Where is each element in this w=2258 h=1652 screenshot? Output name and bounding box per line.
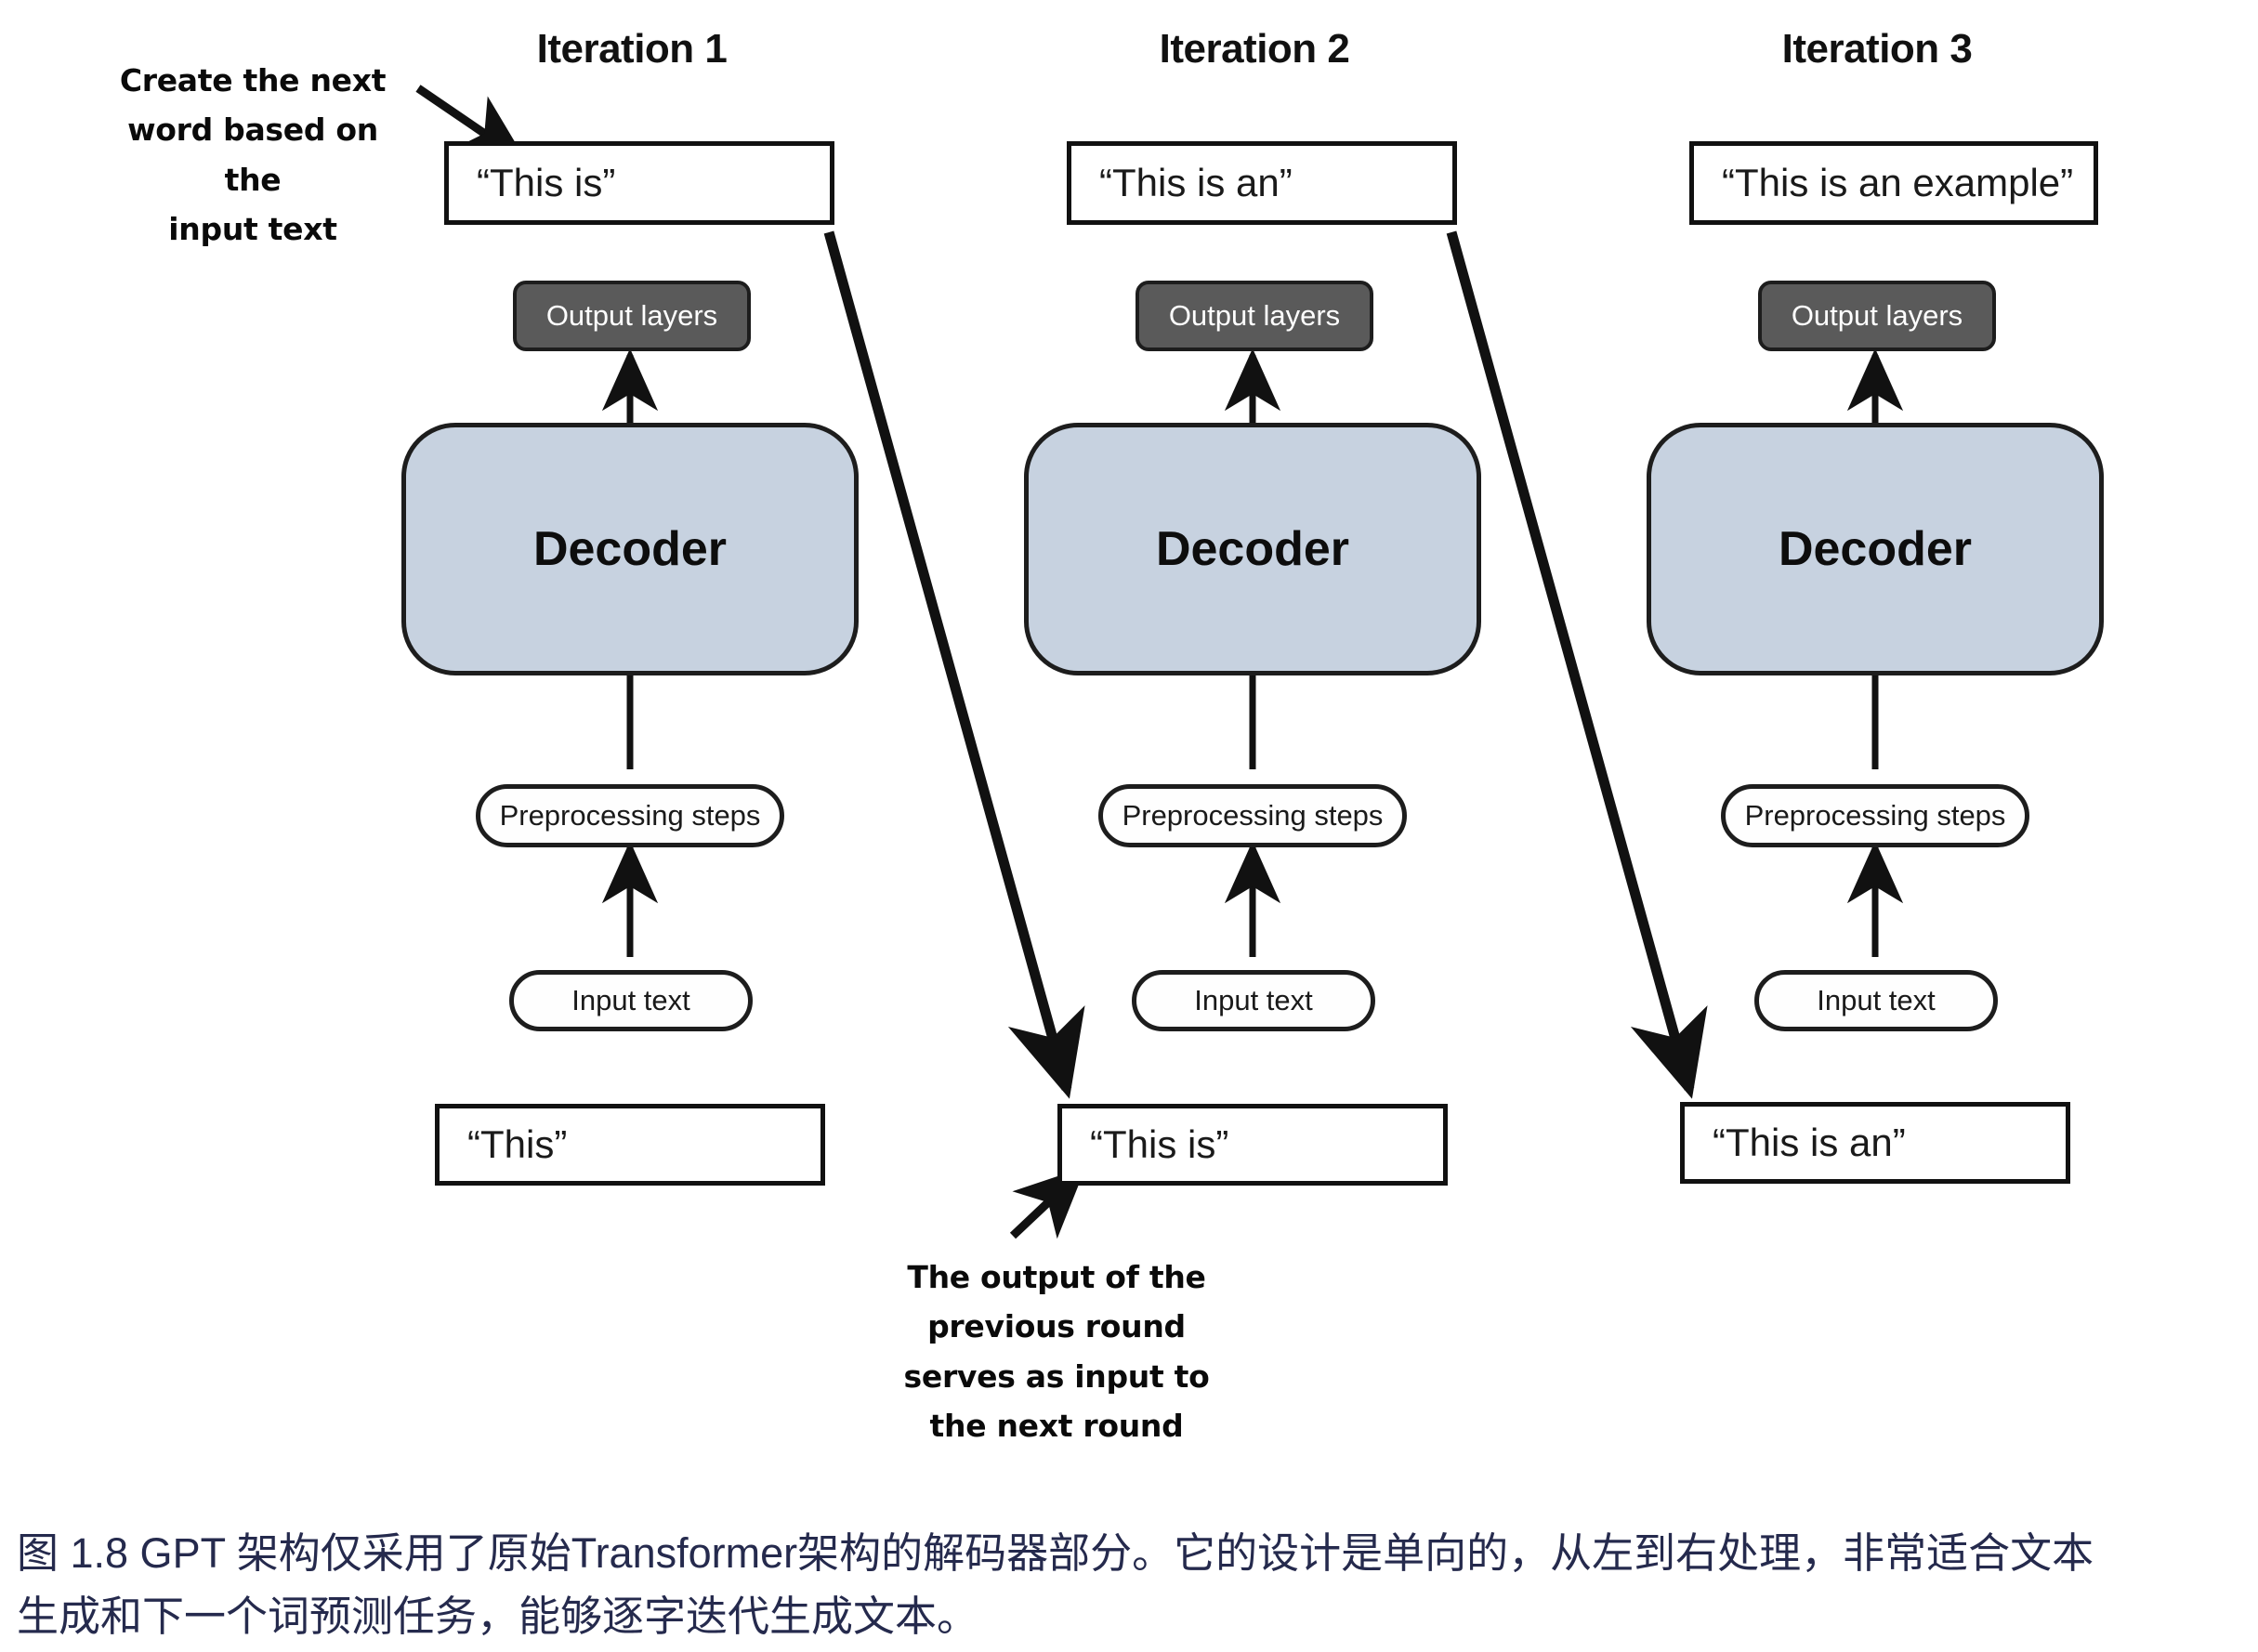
decoder-iteration-2: Decoder xyxy=(1024,423,1481,675)
column-title-iteration-1: Iteration 1 xyxy=(536,26,728,72)
input-text-box-iteration-1: “This” xyxy=(435,1104,825,1186)
output-layers-iteration-2: Output layers xyxy=(1136,281,1373,351)
decoder-iteration-3: Decoder xyxy=(1647,423,2104,675)
figure-caption: 图 1.8 GPT 架构仅采用了原始Transformer架构的解码器部分。它的… xyxy=(17,1522,2247,1649)
annotation-output-serves-as-input: The output of the previous round serves … xyxy=(903,1259,1210,1445)
input-text-node-iteration-2: Input text xyxy=(1132,970,1375,1031)
figure-caption-line-1: 图 1.8 GPT 架构仅采用了原始Transformer架构的解码器部分。它的… xyxy=(17,1529,2094,1577)
output-text-box-iteration-1: “This is” xyxy=(444,141,834,225)
arrow-iter2-output-to-iter3-input xyxy=(1446,230,1708,1099)
gpt-iteration-diagram: Iteration 1 Iteration 2 Iteration 3 “Thi… xyxy=(119,26,2104,1445)
preprocessing-steps-iteration-2: Preprocessing steps xyxy=(1098,784,1407,847)
input-text-box-iteration-3: “This is an” xyxy=(1680,1102,2070,1184)
column-title-iteration-2: Iteration 2 xyxy=(1159,26,1350,72)
output-text-box-iteration-3: “This is an example” xyxy=(1689,141,2098,225)
output-layers-iteration-3: Output layers xyxy=(1758,281,1996,351)
output-layers-iteration-1: Output layers xyxy=(513,281,751,351)
input-text-node-iteration-3: Input text xyxy=(1754,970,1998,1031)
arrow-iter1-output-to-iter2-input xyxy=(823,230,1085,1099)
output-text-box-iteration-2: “This is an” xyxy=(1067,141,1457,225)
input-text-box-iteration-2: “This is” xyxy=(1057,1104,1448,1186)
figure-caption-line-2: 生成和下一个词预测任务，能够逐字迭代生成文本。 xyxy=(17,1593,979,1641)
column-title-iteration-3: Iteration 3 xyxy=(1781,26,1973,72)
input-text-node-iteration-1: Input text xyxy=(509,970,753,1031)
annotation-create-next-word: Create the next word based on the input … xyxy=(119,62,387,248)
decoder-iteration-1: Decoder xyxy=(401,423,859,675)
preprocessing-steps-iteration-1: Preprocessing steps xyxy=(476,784,784,847)
preprocessing-steps-iteration-3: Preprocessing steps xyxy=(1721,784,2029,847)
